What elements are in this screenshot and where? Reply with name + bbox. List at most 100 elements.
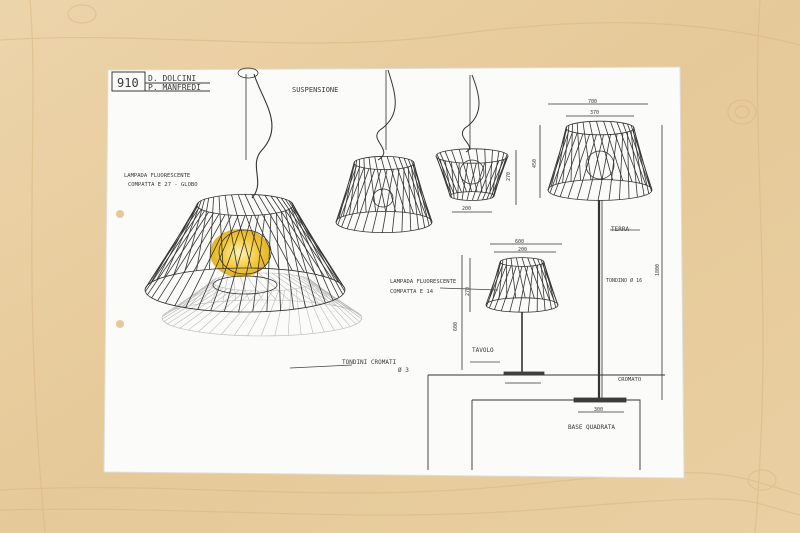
table-lamp	[427, 243, 665, 470]
wire-rod	[280, 197, 339, 283]
wire-rod	[487, 261, 501, 303]
wire-rod	[632, 129, 645, 196]
lamp-note-2: COMPATTA E 27 - GLOBO	[128, 182, 198, 188]
dim-table-total: 600	[453, 322, 459, 331]
wire-ring	[335, 210, 433, 233]
punch-hole-top	[116, 210, 124, 218]
wire-rod	[589, 121, 603, 180]
dim-table-mid: 200	[518, 247, 527, 253]
wire-rod	[237, 194, 266, 269]
dim-table-top: 600	[515, 239, 524, 245]
wire-rod	[189, 278, 217, 306]
large-pendant-shadow	[161, 272, 363, 337]
wire-rod	[451, 149, 467, 192]
wire-rod	[295, 288, 302, 335]
wire-rod	[632, 126, 652, 192]
wire-rod	[224, 195, 238, 269]
sheet-number: 910	[117, 76, 139, 90]
wire-rod	[549, 131, 573, 194]
wire-rod	[156, 203, 198, 280]
wire-rod	[619, 133, 624, 200]
wire-ring	[449, 191, 495, 201]
wire-rod	[349, 160, 357, 215]
wire-ring	[547, 179, 653, 201]
wire-rod	[570, 123, 573, 182]
wire-rod	[278, 273, 326, 305]
wire-rod	[238, 215, 259, 313]
wire-rod	[337, 166, 361, 226]
wire-rod	[150, 204, 198, 283]
wire-rod	[435, 155, 452, 195]
dim-floor-shade-height: 450	[532, 159, 538, 168]
wire-rod	[630, 130, 638, 198]
wire-rod	[292, 206, 334, 301]
wire-rod	[151, 211, 210, 299]
wire-rod	[608, 133, 618, 201]
designer-2: P. MANFREDI	[148, 83, 201, 92]
wire-rod	[392, 156, 414, 214]
wire-rod	[587, 134, 604, 201]
wire-rod	[258, 194, 305, 273]
wire-rod	[167, 287, 224, 325]
wire-rod	[596, 121, 613, 181]
wire-rod	[184, 199, 205, 273]
wire-rod	[527, 265, 534, 313]
wire-rod	[164, 201, 200, 278]
wire-rod	[550, 127, 567, 187]
wire-rod	[264, 195, 316, 275]
wire-rod	[276, 212, 281, 311]
wire-rod	[510, 258, 517, 298]
wire-rod	[477, 161, 493, 201]
wire-rod	[244, 194, 280, 270]
wire-rod	[542, 263, 552, 310]
wire-rod	[292, 204, 340, 298]
annotation-leaders	[289, 229, 640, 369]
dim-floor-total: 1800	[655, 264, 661, 276]
wire-rod	[439, 152, 458, 193]
wire-ring	[435, 148, 509, 164]
label-rods: TONDINI CROMATI	[342, 359, 397, 366]
wire-rod	[622, 122, 647, 186]
wire-rod	[210, 215, 246, 311]
wire-rod	[199, 277, 220, 305]
designer-1: D. DOLCINI	[148, 74, 196, 83]
dim-floor-inner: 370	[590, 110, 599, 116]
wire-ring	[211, 272, 313, 292]
label-scale-note: Ø 3	[398, 367, 409, 374]
wire-rod	[162, 285, 217, 320]
wire-rod	[354, 169, 376, 231]
wire-rod	[196, 198, 210, 271]
label-table: TAVOLO	[472, 347, 494, 354]
wire-rod	[458, 149, 473, 192]
label-floor: TERRA	[611, 226, 629, 233]
wire-rod	[401, 167, 405, 232]
wire-rod	[411, 165, 419, 230]
wire-rod	[185, 214, 232, 308]
wire-rod	[224, 215, 253, 312]
wire-rod	[542, 260, 559, 306]
wire-rod	[371, 169, 388, 233]
wire-rod	[167, 281, 213, 313]
pendant-lamp-a	[335, 69, 433, 233]
wire-rod	[471, 162, 486, 201]
wire-rod	[582, 122, 592, 180]
dim-pendant-width: 200	[462, 206, 471, 212]
punch-hole-bottom	[116, 320, 124, 328]
wire-rod	[287, 289, 292, 336]
dim-table-shade: 270	[465, 287, 471, 296]
wire-rod	[484, 149, 487, 193]
wire-rod	[374, 156, 387, 212]
wire-rod	[274, 289, 286, 336]
wire-rod	[270, 195, 325, 277]
large-pendant-lamp	[144, 67, 346, 313]
wire-rod	[260, 290, 279, 337]
label-base: BASE QUADRATA	[568, 424, 615, 431]
wire-rod	[188, 289, 240, 331]
wire-rod	[342, 161, 356, 217]
wire-rod	[356, 159, 361, 214]
wire-rod	[290, 207, 326, 304]
wire-rod	[492, 151, 500, 195]
wire-rod	[309, 284, 344, 329]
wire-rod	[288, 209, 317, 306]
